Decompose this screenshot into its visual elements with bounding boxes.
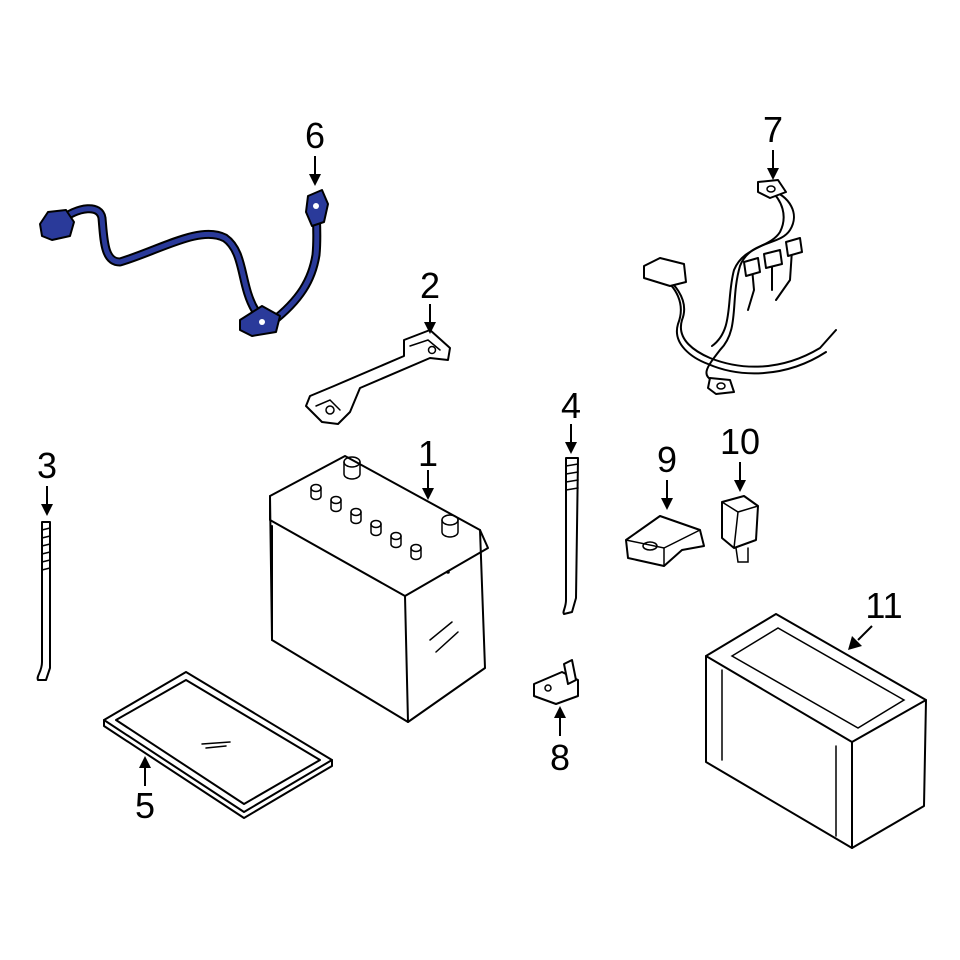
part-5-battery-tray[interactable] [103, 671, 333, 819]
part-11-battery-cover[interactable] [705, 613, 927, 849]
part-4-hold-down-rod[interactable] [562, 457, 579, 615]
part-10-connector[interactable] [721, 495, 759, 563]
callout-11: 11 [865, 585, 902, 626]
part-1-battery[interactable] [269, 455, 489, 723]
callout-3: 3 [37, 445, 57, 486]
callout-labels: 1 2 3 4 5 6 7 8 9 10 11 [37, 109, 903, 826]
part-8-clip[interactable] [533, 659, 579, 705]
leader-arrows [41, 150, 873, 786]
part-7-wiring-harness[interactable] [643, 179, 837, 395]
part-6-battery-cable[interactable] [39, 189, 329, 337]
callout-4: 4 [561, 385, 581, 426]
callout-5: 5 [135, 785, 155, 826]
callout-1: 1 [418, 433, 438, 474]
part-3-hold-down-rod[interactable] [36, 521, 51, 681]
callout-9: 9 [657, 439, 677, 480]
callout-7: 7 [763, 109, 783, 150]
callout-10: 10 [720, 421, 760, 462]
callout-8: 8 [550, 737, 570, 778]
callout-2: 2 [420, 265, 440, 306]
part-9-terminal-cover[interactable] [625, 515, 705, 567]
part-2-hold-down-bracket[interactable] [305, 329, 451, 425]
callout-6: 6 [305, 115, 325, 156]
